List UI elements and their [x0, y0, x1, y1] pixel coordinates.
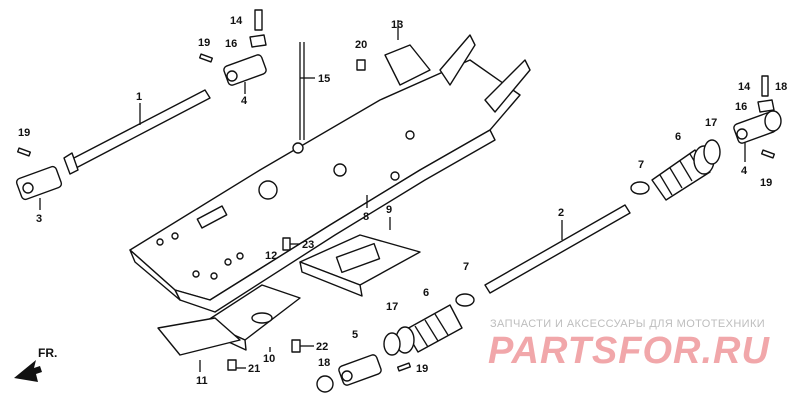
callout-4-right: 4 — [741, 165, 748, 177]
callout-2: 2 — [558, 207, 564, 219]
direction-label: FR. — [38, 346, 58, 360]
callout-19-right: 19 — [760, 177, 772, 189]
callout-labels: 1 2 3 4 4 5 6 6 7 7 8 9 10 11 12 13 14 1… — [18, 15, 787, 387]
callout-12: 12 — [265, 250, 277, 262]
callout-11: 11 — [196, 375, 208, 387]
callout-8: 8 — [363, 211, 369, 223]
callout-7-bottom: 7 — [463, 261, 469, 273]
bolt-14-left — [249, 9, 267, 48]
joint-4-right — [733, 75, 782, 144]
ring-17-right — [703, 139, 721, 165]
joint-3 — [15, 165, 63, 201]
shaft-1 — [63, 89, 211, 175]
callout-9: 9 — [386, 204, 392, 216]
callout-22: 22 — [316, 341, 328, 353]
boot-6-right — [651, 145, 715, 201]
callout-10: 10 — [263, 353, 275, 365]
callout-13: 13 — [391, 19, 403, 31]
callout-18-bottom: 18 — [318, 357, 330, 369]
callout-20: 20 — [355, 39, 367, 51]
clamp-7-right — [630, 181, 650, 195]
front-arrow-icon — [14, 360, 42, 382]
fasteners — [16, 53, 776, 372]
joint-4-left — [223, 54, 267, 86]
callout-21: 21 — [248, 363, 260, 375]
leader-lines — [39, 20, 746, 372]
joint-5 — [338, 354, 382, 386]
callout-23: 23 — [302, 239, 314, 251]
watermark-logo: PARTSFOR.RU — [488, 330, 770, 372]
plate-9 — [299, 234, 421, 297]
clamp-7-bottom — [455, 293, 475, 307]
callout-1: 1 — [136, 91, 142, 103]
callout-7-right: 7 — [638, 159, 644, 171]
callout-16-right: 16 — [735, 101, 747, 113]
shaft-2 — [484, 204, 631, 294]
callout-14-left: 14 — [230, 15, 243, 27]
callout-16-left: 16 — [225, 38, 237, 50]
callout-19-bottom: 19 — [416, 363, 428, 375]
frame-assembly — [129, 34, 531, 313]
ring-17-bottom — [383, 332, 401, 356]
washer-18-bottom — [316, 375, 334, 393]
callout-6-bottom: 6 — [423, 287, 429, 299]
callout-3: 3 — [36, 213, 42, 225]
callout-14-right: 14 — [738, 81, 751, 93]
callout-6-right: 6 — [675, 131, 681, 143]
callout-19-left: 19 — [18, 127, 30, 139]
callout-4-left: 4 — [241, 95, 248, 107]
callout-5: 5 — [352, 329, 358, 341]
callout-15: 15 — [318, 73, 330, 85]
callout-18-right: 18 — [775, 81, 787, 93]
callout-17-bottom: 17 — [386, 301, 398, 313]
bracket-11 — [157, 317, 241, 356]
watermark-subtitle: ЗАПЧАСТИ И АКСЕССУАРЫ ДЛЯ МОТОТЕХНИКИ — [490, 318, 766, 330]
callout-19-left-top: 19 — [198, 37, 210, 49]
boot-6-bottom — [395, 304, 463, 354]
callout-17-right: 17 — [705, 117, 717, 129]
